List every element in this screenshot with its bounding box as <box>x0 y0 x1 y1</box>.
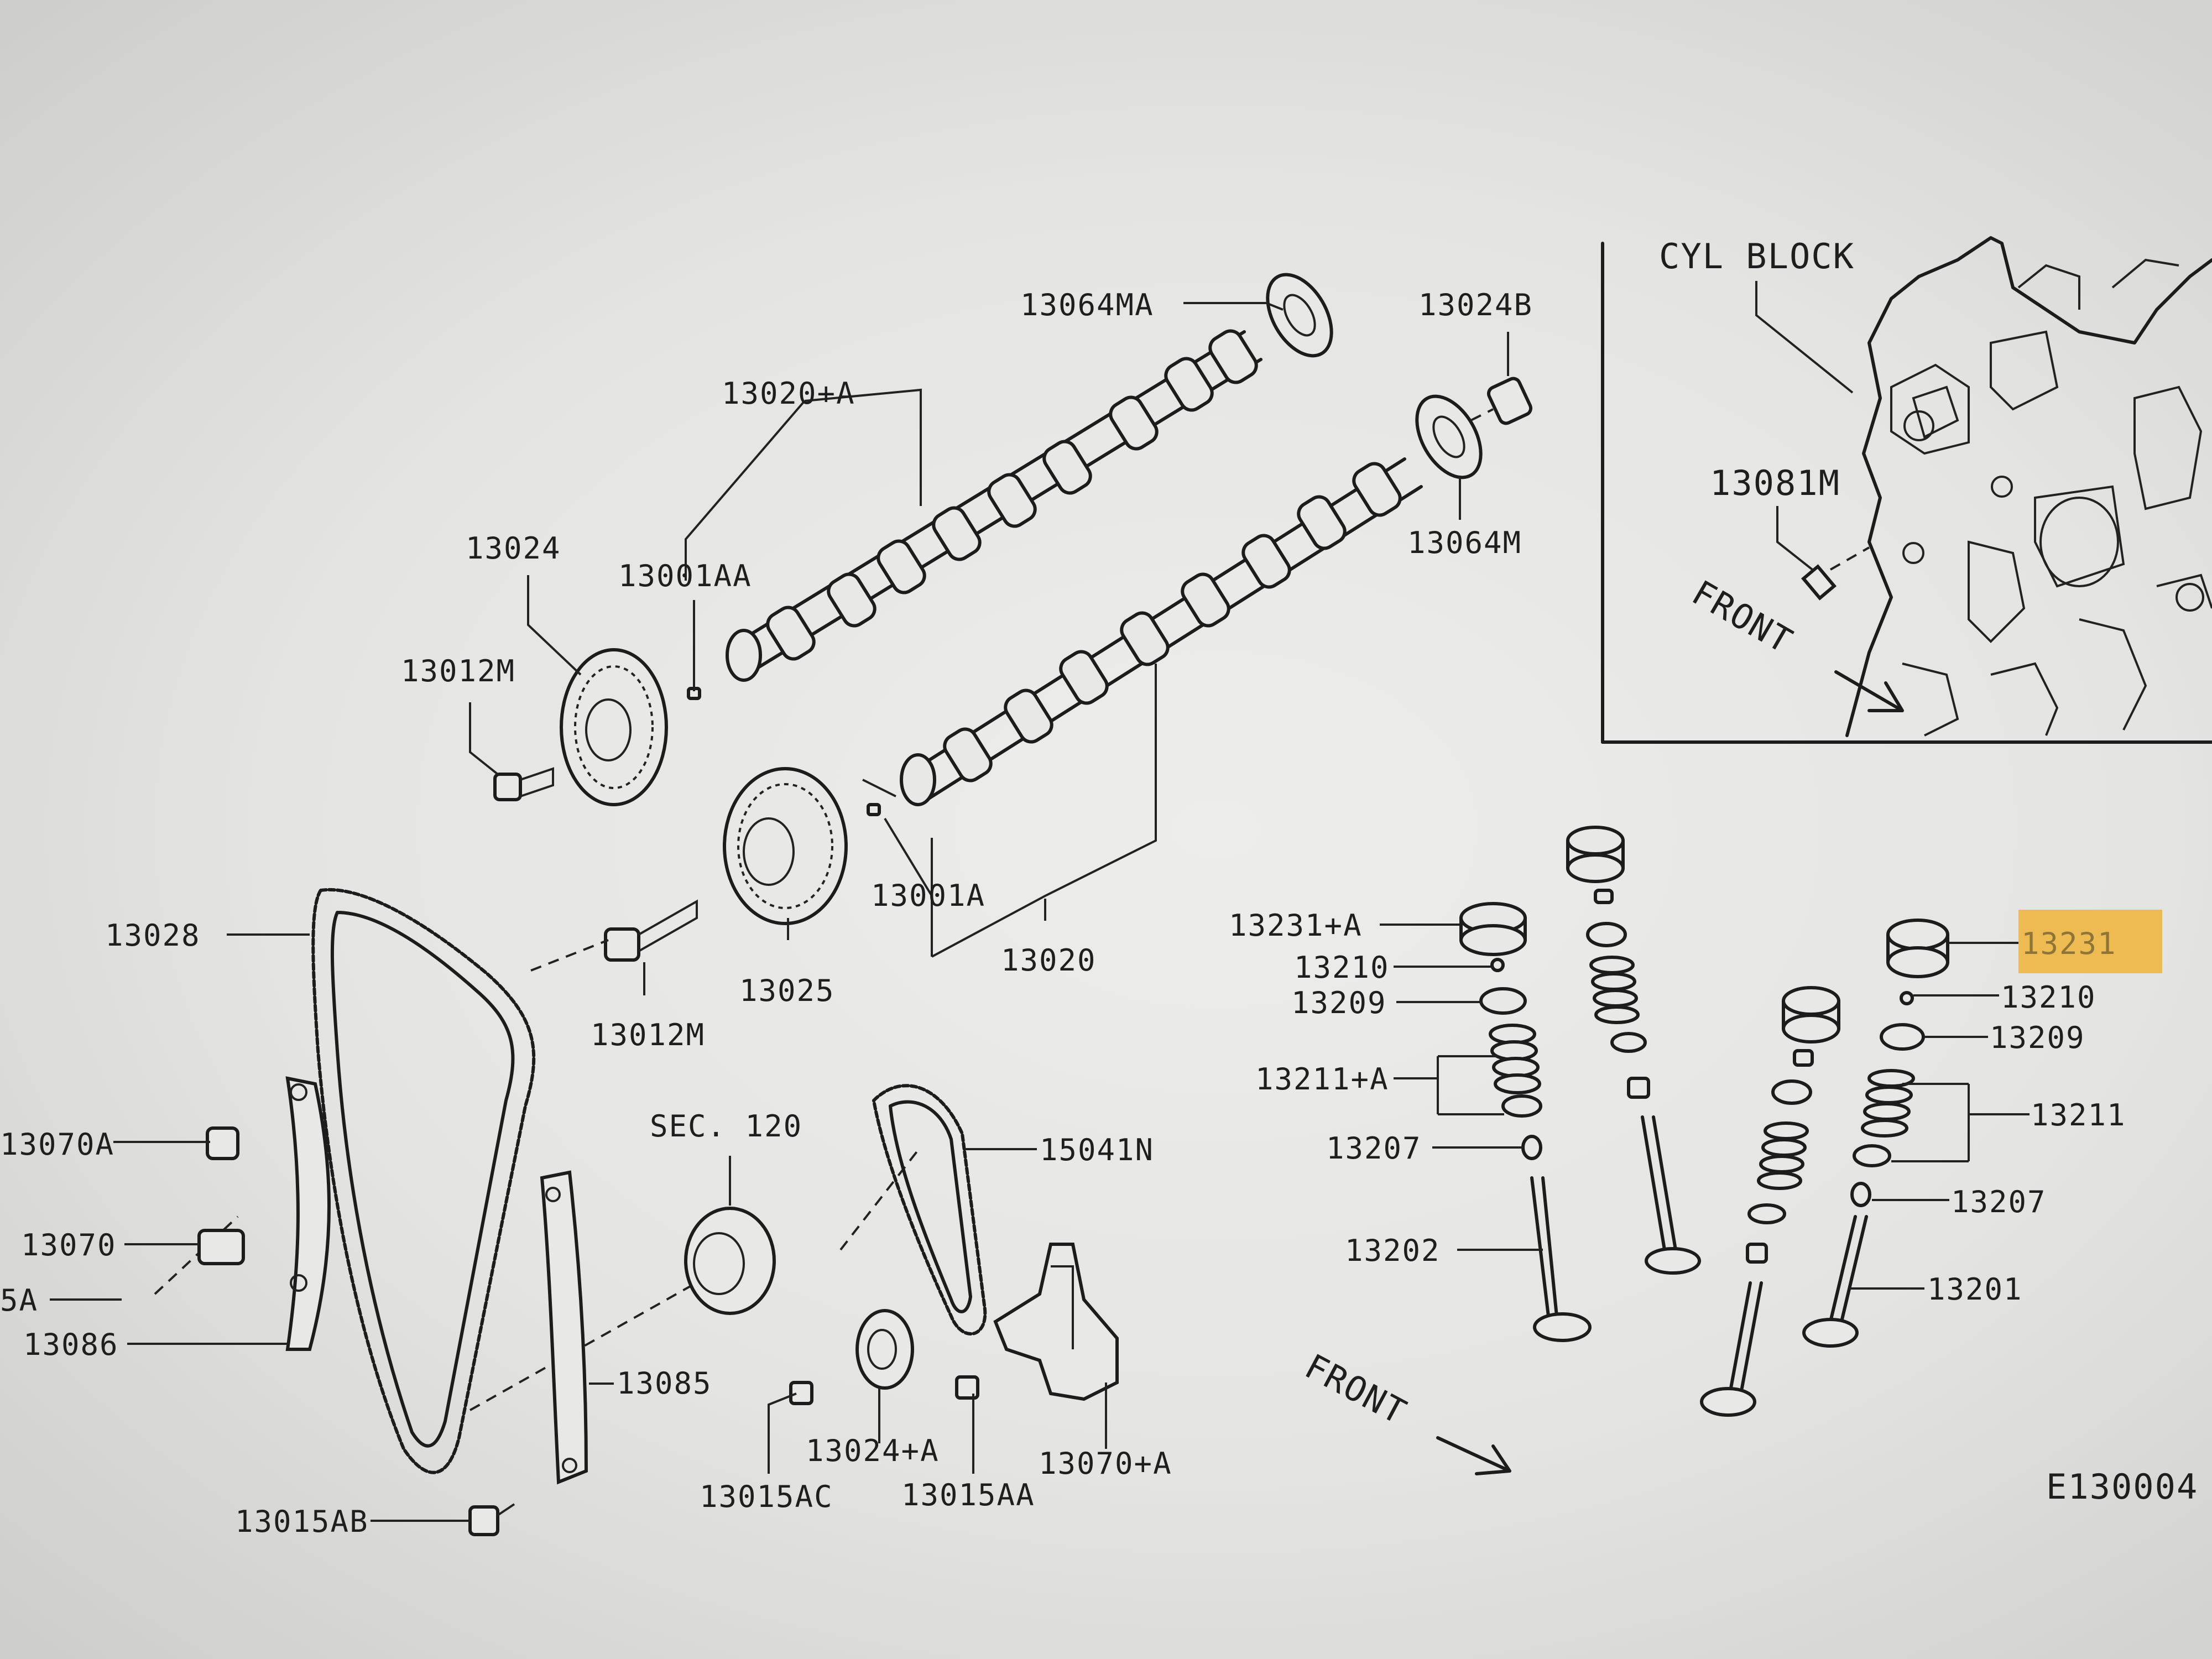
valve-assembly-mid-right <box>1700 986 1840 1417</box>
sprocket-13024A <box>855 1309 914 1390</box>
valve-spring-left <box>1489 1024 1542 1118</box>
crank-sprocket-sec120 <box>684 1207 776 1315</box>
bolt-13015AB <box>468 1503 515 1536</box>
chain-15041N <box>872 1084 987 1335</box>
diagram-code: E130004 <box>2046 1467 2198 1507</box>
front-label: FRONT <box>1298 1346 1413 1433</box>
part-label-13085: 13085 <box>617 1366 712 1401</box>
chain-guide-13085 <box>540 1170 588 1485</box>
part-label-13086: 13086 <box>23 1327 119 1362</box>
part-label-13202: 13202 <box>1345 1233 1441 1268</box>
part-label-15041N: 15041N <box>1040 1133 1154 1167</box>
part-label-13020A: 13020+A <box>722 376 855 411</box>
bolts-13015 <box>789 1375 979 1405</box>
part-label-13207-left: 13207 <box>1326 1131 1422 1166</box>
part-label-13231-highlighted: 13231 <box>2021 926 2117 961</box>
part-label-13207-right: 13207 <box>1951 1185 2047 1219</box>
projection-line <box>839 1149 919 1251</box>
leader-13081M <box>1776 506 1820 576</box>
part-label-13210-left: 13210 <box>1294 950 1390 985</box>
bolt-13012M-bottom <box>604 899 698 962</box>
part-label-13028: 13028 <box>105 918 201 953</box>
part-label-13015AC: 13015AC <box>700 1479 833 1514</box>
inset-front-arrow-icon <box>1834 670 1904 712</box>
part-label-13001AA: 13001AA <box>618 559 752 593</box>
part-label-13024A: 13024+A <box>806 1433 940 1468</box>
part-label-13012M-bottom: 13012M <box>591 1018 705 1052</box>
part-label-13070: 13070 <box>21 1228 117 1262</box>
valve-assembly-right <box>1802 919 1949 1348</box>
part-label-13025: 13025 <box>739 973 835 1008</box>
part-label-13015AA: 13015AA <box>901 1478 1035 1512</box>
part-label-13020: 13020 <box>1001 943 1097 978</box>
bolt-13081M <box>1801 546 1870 601</box>
part-labels: 13064MA 13024B 13020+A 13024 13001AA 130… <box>0 288 2162 1539</box>
part-label-13015AB: 13015AB <box>235 1504 369 1539</box>
leader-lines <box>50 302 2030 1522</box>
part-label-13211A: 13211+A <box>1255 1062 1389 1097</box>
projection-line <box>530 939 609 972</box>
cylinder-block-drawing <box>1845 236 2212 737</box>
part-label-13064MA: 13064MA <box>1020 288 1154 322</box>
cyl-block-leader <box>1755 281 1854 394</box>
part-label-13209-left: 13209 <box>1291 985 1387 1020</box>
signal-plate-13064MA <box>1266 273 1333 358</box>
part-label-13209-right: 13209 <box>1990 1020 2085 1055</box>
valve-assembly-left <box>1459 902 1592 1342</box>
highlight-box <box>2018 910 2162 973</box>
bolt-13024B <box>1470 377 1533 425</box>
part-label-13211: 13211 <box>2031 1098 2126 1133</box>
part-label-13070A: 13070A <box>0 1127 114 1162</box>
sprocket-13024 <box>560 648 668 806</box>
part-label-13210-right: 13210 <box>2001 980 2096 1015</box>
part-label-13081M: 13081M <box>1710 463 1840 503</box>
part-label-13201: 13201 <box>1927 1272 2023 1307</box>
camshaft-lower-13020 <box>900 457 1423 806</box>
bolt-13012M-top <box>493 767 554 801</box>
part-label-sec120: SEC. 120 <box>650 1109 802 1144</box>
dowel-pins <box>687 687 881 816</box>
part-label-13070plusA: 13070+A <box>1039 1446 1172 1481</box>
part-label-13012M-top: 13012M <box>401 654 515 688</box>
inset-cyl-block: CYL BLOCK 13081M FRONT <box>1601 236 2212 744</box>
part-label-13024B: 13024B <box>1418 288 1533 322</box>
vtc-sprocket-13025 <box>723 767 896 925</box>
inset-front-label: FRONT <box>1686 572 1800 662</box>
chain-tensioner-guide-13086 <box>285 1076 331 1351</box>
part-label-13064M: 13064M <box>1407 525 1522 560</box>
cyl-block-label: CYL BLOCK <box>1659 236 1855 276</box>
oil-pump-tensioner-13070A <box>993 1243 1119 1401</box>
part-label-5A: 5A <box>0 1283 38 1318</box>
part-label-13001A: 13001A <box>871 878 985 913</box>
valve-assembly-mid-left <box>1566 826 1701 1275</box>
part-label-13231A: 13231+A <box>1229 908 1363 943</box>
timing-chain-13028 <box>311 888 536 1474</box>
front-arrow-icon <box>1436 1436 1511 1475</box>
camshaft-upper-13020A <box>726 329 1262 682</box>
tensioner-13070 <box>197 1126 245 1265</box>
signal-plate-13064M <box>1415 394 1483 479</box>
part-label-13024: 13024 <box>466 531 561 566</box>
